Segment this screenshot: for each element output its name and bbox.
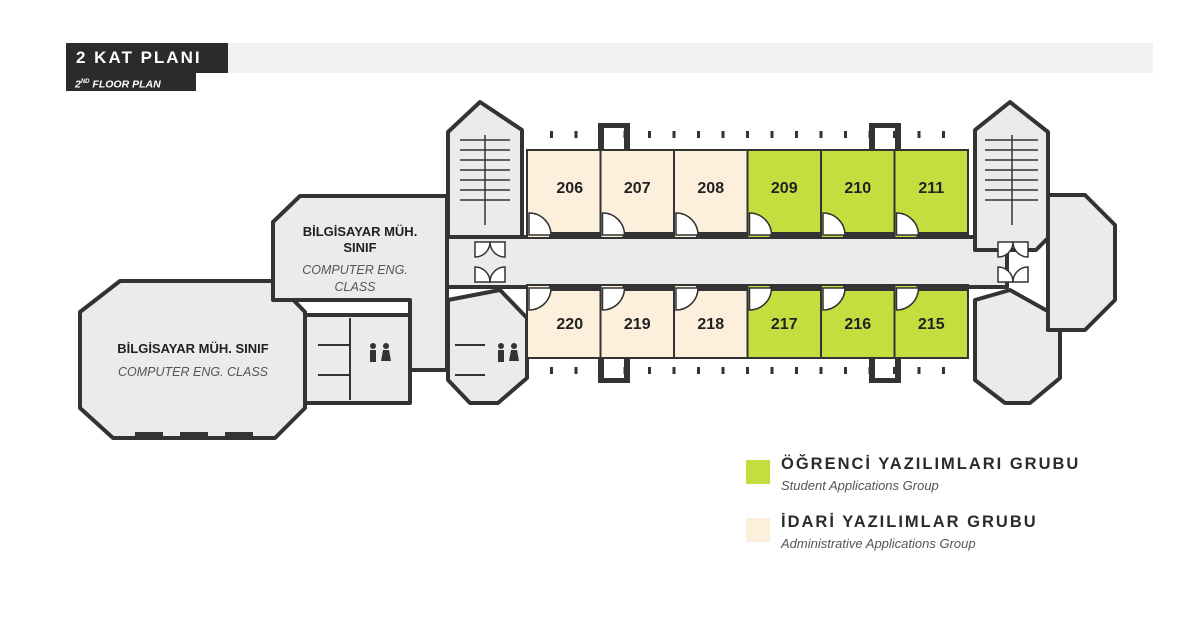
window-mark	[672, 131, 676, 138]
window-mark	[721, 367, 725, 374]
room-wall	[916, 285, 968, 291]
window-mark	[697, 131, 700, 138]
room-wall	[696, 285, 748, 291]
legend-subtitle-student: Student Applications Group	[781, 478, 939, 493]
window-mark	[721, 131, 725, 138]
door-icon	[675, 212, 699, 236]
room-number: 216	[844, 316, 871, 333]
window-mark	[795, 131, 798, 138]
window-mark	[942, 367, 945, 374]
window-mark	[844, 367, 847, 374]
room-number: 218	[697, 316, 724, 333]
legend-subtitle-admin: Administrative Applications Group	[781, 536, 976, 551]
window-mark	[648, 131, 651, 138]
title-band	[66, 43, 1153, 73]
stair-icon	[985, 135, 1038, 225]
room-wall	[622, 232, 674, 238]
restroom-icon	[498, 343, 519, 362]
room-number: 206	[556, 180, 583, 197]
door-icon	[528, 287, 552, 311]
small-classroom-en-line1: COMPUTER ENG.	[302, 263, 408, 277]
window-mark	[648, 367, 651, 374]
corridor-doors	[474, 241, 1029, 283]
window-mark	[893, 367, 896, 374]
room-number: 207	[624, 180, 651, 197]
legend-swatch-admin	[746, 518, 770, 542]
legend-title-admin: İDARİ YAZILIMLAR GRUBU	[781, 513, 1038, 531]
room-wall	[696, 232, 748, 238]
door-icon	[601, 212, 626, 236]
rooms-bottom-row: 220 219 218 217 216 215	[526, 284, 969, 359]
stair-icon	[460, 135, 510, 225]
room-number: 208	[697, 180, 724, 197]
small-classroom-name-line2: SINIF	[343, 240, 376, 255]
window-mark	[770, 131, 774, 138]
window-mark	[844, 131, 847, 138]
room-215	[893, 284, 969, 359]
window-mark	[917, 367, 921, 374]
room-number: 219	[624, 316, 651, 333]
room-wall	[549, 232, 601, 238]
room-number: 210	[844, 180, 871, 197]
window-mark	[942, 131, 945, 138]
room-number: 211	[918, 180, 944, 197]
window-mark	[819, 367, 823, 374]
window-mark	[746, 131, 749, 138]
door-icon	[601, 287, 626, 311]
window-mark	[550, 367, 553, 374]
window-mark	[672, 367, 676, 374]
door-icon	[748, 287, 773, 311]
window-mark	[770, 367, 774, 374]
door-icon	[748, 212, 773, 236]
restroom-stalls	[318, 318, 485, 400]
window-mark	[917, 131, 921, 138]
window-mark	[893, 131, 896, 138]
window-marks-top	[550, 131, 945, 138]
window-mark	[697, 367, 700, 374]
room-number: 220	[556, 316, 583, 333]
large-classroom-name: BİLGİSAYAR MÜH. SINIF	[117, 341, 269, 356]
door-icon	[895, 287, 920, 311]
small-classroom-en-line2: CLASS	[335, 280, 377, 294]
room-wall	[769, 232, 821, 238]
restroom-icon	[370, 343, 391, 362]
door-icon	[822, 287, 846, 311]
legend-swatch-student	[746, 460, 770, 484]
room-wall	[843, 232, 895, 238]
page-subtitle: 2ND FLOOR PLAN	[66, 73, 196, 91]
window-mark	[574, 131, 578, 138]
door-icon	[528, 212, 552, 236]
window-mark	[574, 367, 578, 374]
door-icon	[895, 212, 920, 236]
small-classroom-name-line1: BİLGİSAYAR MÜH.	[303, 224, 418, 239]
room-wall	[843, 285, 895, 291]
window-mark	[550, 131, 553, 138]
door-icon	[675, 287, 699, 311]
room-wall	[622, 285, 674, 291]
legend-title-student: ÖĞRENCİ YAZILIMLARI GRUBU	[781, 455, 1081, 473]
window-mark	[746, 367, 749, 374]
room-wall	[916, 232, 968, 238]
rooms-top-row: 206 207 208 209 210 211	[526, 149, 969, 239]
room-number: 215	[918, 316, 945, 333]
structural-columns	[135, 123, 901, 440]
room-wall	[769, 285, 821, 291]
room-number: 217	[771, 316, 798, 333]
large-classroom-en: COMPUTER ENG. CLASS	[118, 365, 269, 379]
window-marks-bottom	[550, 367, 945, 374]
door-icon	[822, 212, 846, 236]
page-title: 2 KAT PLANI	[66, 43, 228, 73]
window-mark	[819, 131, 823, 138]
room-number: 209	[771, 180, 798, 197]
room-wall	[549, 285, 601, 291]
window-mark	[795, 367, 798, 374]
